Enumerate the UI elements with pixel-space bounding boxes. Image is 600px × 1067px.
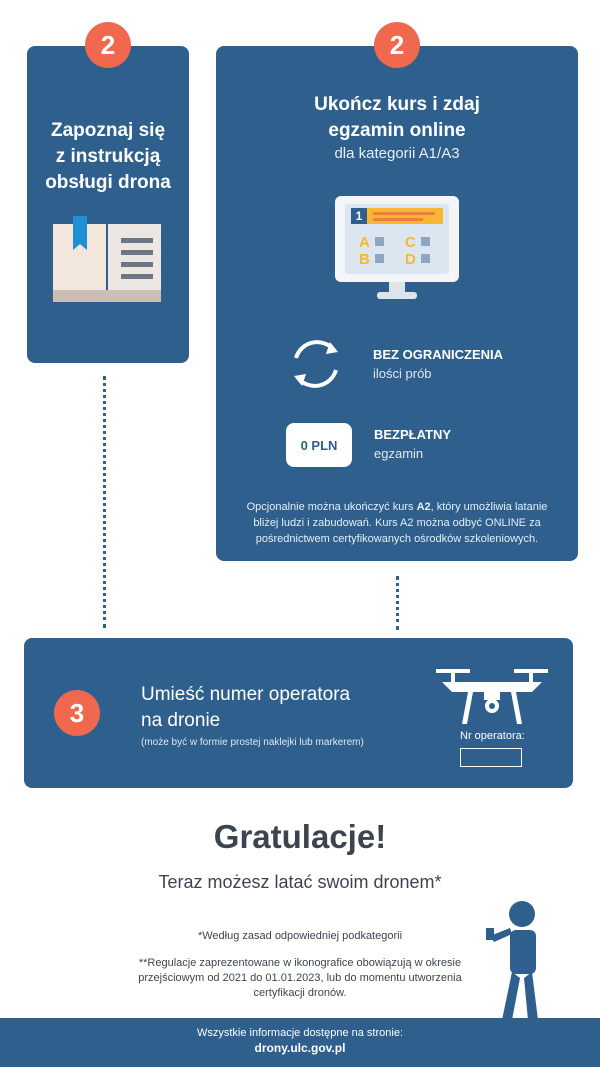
congrats-subtitle: Teraz możesz latać swoim dronem* — [158, 872, 442, 892]
quiz-number: 1 — [351, 208, 367, 224]
note-bold: A2 — [416, 501, 431, 513]
step-number-badge: 3 — [54, 690, 100, 736]
operator-number-box — [460, 748, 522, 767]
quiz-option-d: D — [405, 251, 416, 268]
step-number-badge: 2 — [374, 22, 420, 68]
monitor-icon: 1 A B C D — [335, 196, 459, 300]
book-icon — [53, 216, 161, 302]
note-text: , który umożliwia latanie bliżej ludzi i… — [253, 501, 548, 545]
title-line: obsługi drona — [45, 172, 171, 193]
feature-title: BEZPŁATNY — [374, 427, 452, 442]
footer-link[interactable]: drony.ulc.gov.pl — [254, 1041, 346, 1055]
refresh-cycle-icon — [294, 340, 338, 388]
step-card-instructions: Zapoznaj się z instrukcją obsługi drona — [27, 46, 189, 363]
step-card-exam: Ukończ kurs i zdaj egzamin online dla ka… — [216, 46, 578, 561]
congrats-title: Gratulacje! — [213, 818, 387, 855]
title-line: Zapoznaj się — [50, 120, 166, 141]
step3-title: Umieść numer operatora na dronie — [141, 682, 350, 734]
optional-course-note: Opcjonalnie można ukończyć kurs A2, któr… — [238, 499, 556, 547]
footnote-2: **Regulacje zaprezentowane w ikonografic… — [138, 957, 462, 999]
title-line: Ukończ kurs i zdaj — [314, 94, 480, 115]
title-line: egzamin online — [328, 120, 466, 141]
quiz-option-a: A — [359, 234, 370, 251]
quiz-option-b: B — [359, 251, 370, 268]
step3-subtitle: (może być w formie prostej naklejki lub … — [141, 737, 364, 748]
title-line: Umieść numer operatora — [141, 684, 351, 705]
feature-title: BEZ OGRANICZENIA — [373, 347, 503, 362]
note-text: Opcjonalnie można ukończyć kurs — [246, 501, 417, 513]
drone-icon — [436, 669, 548, 724]
feature-subtitle: ilości prób — [373, 366, 432, 381]
footer-text: Wszystkie informacje dostępne na stronie… — [196, 1027, 404, 1039]
footer-bar: Wszystkie informacje dostępne na stronie… — [0, 1018, 600, 1067]
operator-label: Nr operatora: — [460, 730, 525, 742]
title-line: z instrukcją — [55, 146, 161, 167]
quiz-option-c: C — [405, 234, 416, 251]
person-with-controller-icon — [486, 901, 538, 1020]
step-card-operator-number: 3 Umieść numer operatora na dronie (może… — [24, 638, 573, 788]
exam-title: Ukończ kurs i zdaj egzamin online — [216, 92, 578, 144]
price-pill: 0 PLN — [286, 423, 352, 467]
feature-subtitle: egzamin — [374, 446, 424, 461]
step-title: Zapoznaj się z instrukcją obsługi drona — [27, 118, 189, 196]
footnote-1: *Według zasad odpowiedniej podkategorii — [197, 930, 403, 942]
connector-right — [396, 576, 399, 630]
step-number-badge: 2 — [85, 22, 131, 68]
exam-subtitle: dla kategorii A1/A3 — [334, 145, 460, 162]
title-line: na dronie — [141, 710, 221, 731]
connector-left — [103, 376, 106, 628]
